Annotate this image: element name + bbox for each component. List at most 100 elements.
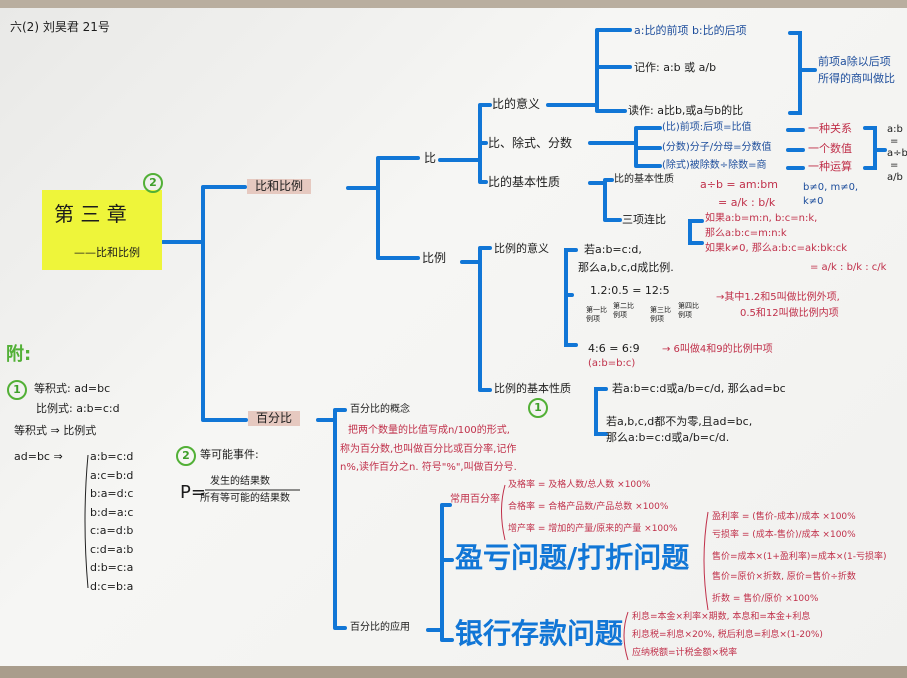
ratio-written: 记作: a:b 或 a/b (634, 61, 717, 74)
node-percent: 百分比 (248, 411, 301, 426)
node-proportion: 比例 (422, 251, 447, 265)
proportion-list-item: a:b=c:d (90, 450, 134, 463)
equal-sign: = (890, 160, 899, 171)
bracket-prop-property (594, 387, 608, 436)
profit-formula: 折数 = 售价/原价 ×100% (712, 594, 819, 604)
ratio-property-formula: = a/k : b/k (718, 196, 776, 209)
common-rate: 合格率 = 合格产品数/产品总数 ×100% (508, 502, 669, 512)
prop-mean-form: (a:b=b:c) (588, 358, 636, 369)
connector-ratio (438, 103, 492, 184)
ratio-terms: a:比的前项 b:比的后项 (634, 24, 747, 37)
probability-p: P= (180, 482, 206, 503)
equal-form: a÷b (887, 148, 907, 159)
profit-formula: 亏损率 = (成本-售价)/成本 ×100% (712, 530, 856, 540)
equal-event-title: 等可能事件: (200, 448, 259, 461)
kind-label: 一个数值 (808, 142, 852, 155)
appendix-title: 附: (6, 344, 32, 365)
appendix-badge-1: 1 (7, 380, 27, 400)
bracket-prop-meaning (564, 248, 578, 347)
prop-example: 1.2:0.5 = 12:5 (590, 284, 670, 297)
div-frac-row: (除式)被除数÷除数=商 (662, 160, 767, 171)
node-bank-deposit: 银行存款问题 (455, 617, 624, 650)
prop-position: 第三比例项 (650, 306, 671, 323)
connector-proportion (460, 246, 492, 392)
ratio-property-formula: a÷b = am:bm (700, 178, 779, 191)
triple-ratio-line: 如果k≠0, 那么a:b:c=ak:bk:ck (705, 243, 848, 254)
node-ratio-basic-property: 比的基本性质 (614, 174, 674, 185)
connector-div-frac (588, 126, 662, 168)
node-ratio-proportion: 比和比例 (247, 179, 312, 194)
appendix-line: ad=bc ⇒ (14, 450, 63, 463)
proportion-list-item: b:d=a:c (90, 505, 134, 519)
node-pct-concept: 百分比的概念 (350, 404, 410, 415)
bank-formula: 应纳税额=计税金额×税率 (632, 648, 738, 658)
prop-position: 第四比例项 (678, 302, 699, 319)
node-pct-application: 百分比的应用 (350, 622, 410, 633)
prop-position: 第一比例项 (586, 306, 607, 323)
chapter-badge: 2 (143, 173, 163, 193)
profit-formula: 售价=原价×折数, 原价=售价÷折数 (712, 572, 856, 582)
kind-label: 一种运算 (808, 160, 852, 173)
ratio-read: 读作: a比b,或a与b的比 (628, 104, 744, 117)
node-ratio-div-frac: 比、除式、分数 (488, 136, 573, 150)
connector-percent (316, 408, 347, 630)
appendix-line: 比例式: a:b=c:d (36, 402, 120, 415)
table-edge-top (0, 0, 907, 10)
div-frac-row: (比)前项:后项=比值 (662, 122, 752, 133)
paper (0, 8, 907, 668)
proportion-list-item: b:a=d:c (90, 487, 134, 500)
prop-position: 第二比例项 (613, 302, 634, 319)
profit-formula: 售价=成本×(1+盈利率)=成本×(1-亏损率) (712, 552, 887, 562)
connector-ratio-prop (346, 156, 420, 260)
profit-formula: 盈利率 = (售价-成本)/成本 ×100% (712, 512, 856, 522)
prop-property-line: 那么a:b=c:d或a/b=c/d. (606, 431, 730, 444)
bracket-triple (688, 219, 704, 245)
ratio-condition: k≠0 (803, 196, 824, 207)
connector-root (161, 185, 248, 422)
probability-numerator: 发生的结果数 (210, 476, 270, 487)
ratio-definition-1: 前项a除以后项 (818, 55, 891, 68)
prop-meaning-line: 若a:b=c:d, (584, 243, 642, 256)
appendix-badge-2: 2 (176, 446, 196, 466)
chapter-subtitle: ——比和比例 (74, 246, 140, 259)
prop-property-line: 若a:b=c:d或a/b=c/d, 那么ad=bc (612, 382, 786, 395)
node-ratio-property: 比的基本性质 (488, 175, 561, 189)
prop-property-line: 若a,b,c,d都不为零,且ad=bc, (606, 415, 753, 428)
equal-form: a:b (887, 124, 903, 135)
bank-formula: 利息税=利息×20%, 税后利息=利息×(1-20%) (632, 630, 823, 640)
ratio-condition: b≠0, m≠0, (803, 182, 859, 193)
bracket-ratio-def (788, 31, 817, 115)
prop-mean-note: → 6叫做4和9的比例中项 (662, 344, 773, 355)
connector-ratio-meaning (546, 28, 632, 113)
chapter-title: 第 三 章 (54, 202, 127, 226)
kind-label: 一种关系 (808, 122, 852, 135)
node-ratio-meaning: 比的意义 (492, 97, 541, 111)
common-rate: 增产率 = 增加的产量/原来的产量 ×100% (508, 524, 678, 534)
triple-ratio-line: = a/k : b/k : c/k (810, 262, 887, 273)
pct-definition: n%,读作百分之n. 符号"%",叫做百分号. (340, 462, 517, 473)
equal-form: a/b (887, 172, 903, 183)
common-rate: 及格率 = 及格人数/总人数 ×100% (508, 480, 651, 490)
prop-meaning-line: 那么a,b,c,d成比例. (578, 261, 674, 274)
proportion-list-item: a:c=b:d (90, 468, 134, 482)
node-common-rates: 常用百分率 (450, 494, 500, 505)
connector-pct-app (426, 503, 454, 642)
connector-kinds (786, 126, 887, 170)
prop-inner-note: 0.5和12叫做比例内项 (740, 308, 839, 319)
pct-definition: 把两个数量的比值写成n/100的形式, (348, 425, 510, 436)
chapter-box: 第 三 章 ——比和比例 (42, 190, 162, 270)
triple-ratio-line: 那么a:b:c=m:n:k (705, 228, 787, 239)
ratio-definition-2: 所得的商叫做比 (818, 72, 895, 85)
prop-mean-example: 4:6 = 6:9 (588, 342, 640, 355)
proportion-list-item: c:a=d:b (90, 524, 134, 537)
proportion-list-item: c:d=a:b (90, 542, 134, 556)
bank-formula: 利息=本金×利率×期数, 本息和=本金+利息 (632, 612, 811, 622)
proportion-list-item: d:c=b:a (90, 579, 134, 593)
probability-denominator: 所有等可能的结果数 (200, 493, 290, 504)
div-frac-row: (分数)分子/分母=分数值 (662, 142, 772, 153)
node-profit-discount: 盈亏问题/打折问题 (455, 541, 690, 574)
appendix-line: 等积式 ⇒ 比例式 (14, 424, 97, 437)
node-ratio: 比 (424, 151, 437, 165)
triple-ratio-line: 如果a:b=m:n, b:c=n:k, (705, 213, 818, 224)
